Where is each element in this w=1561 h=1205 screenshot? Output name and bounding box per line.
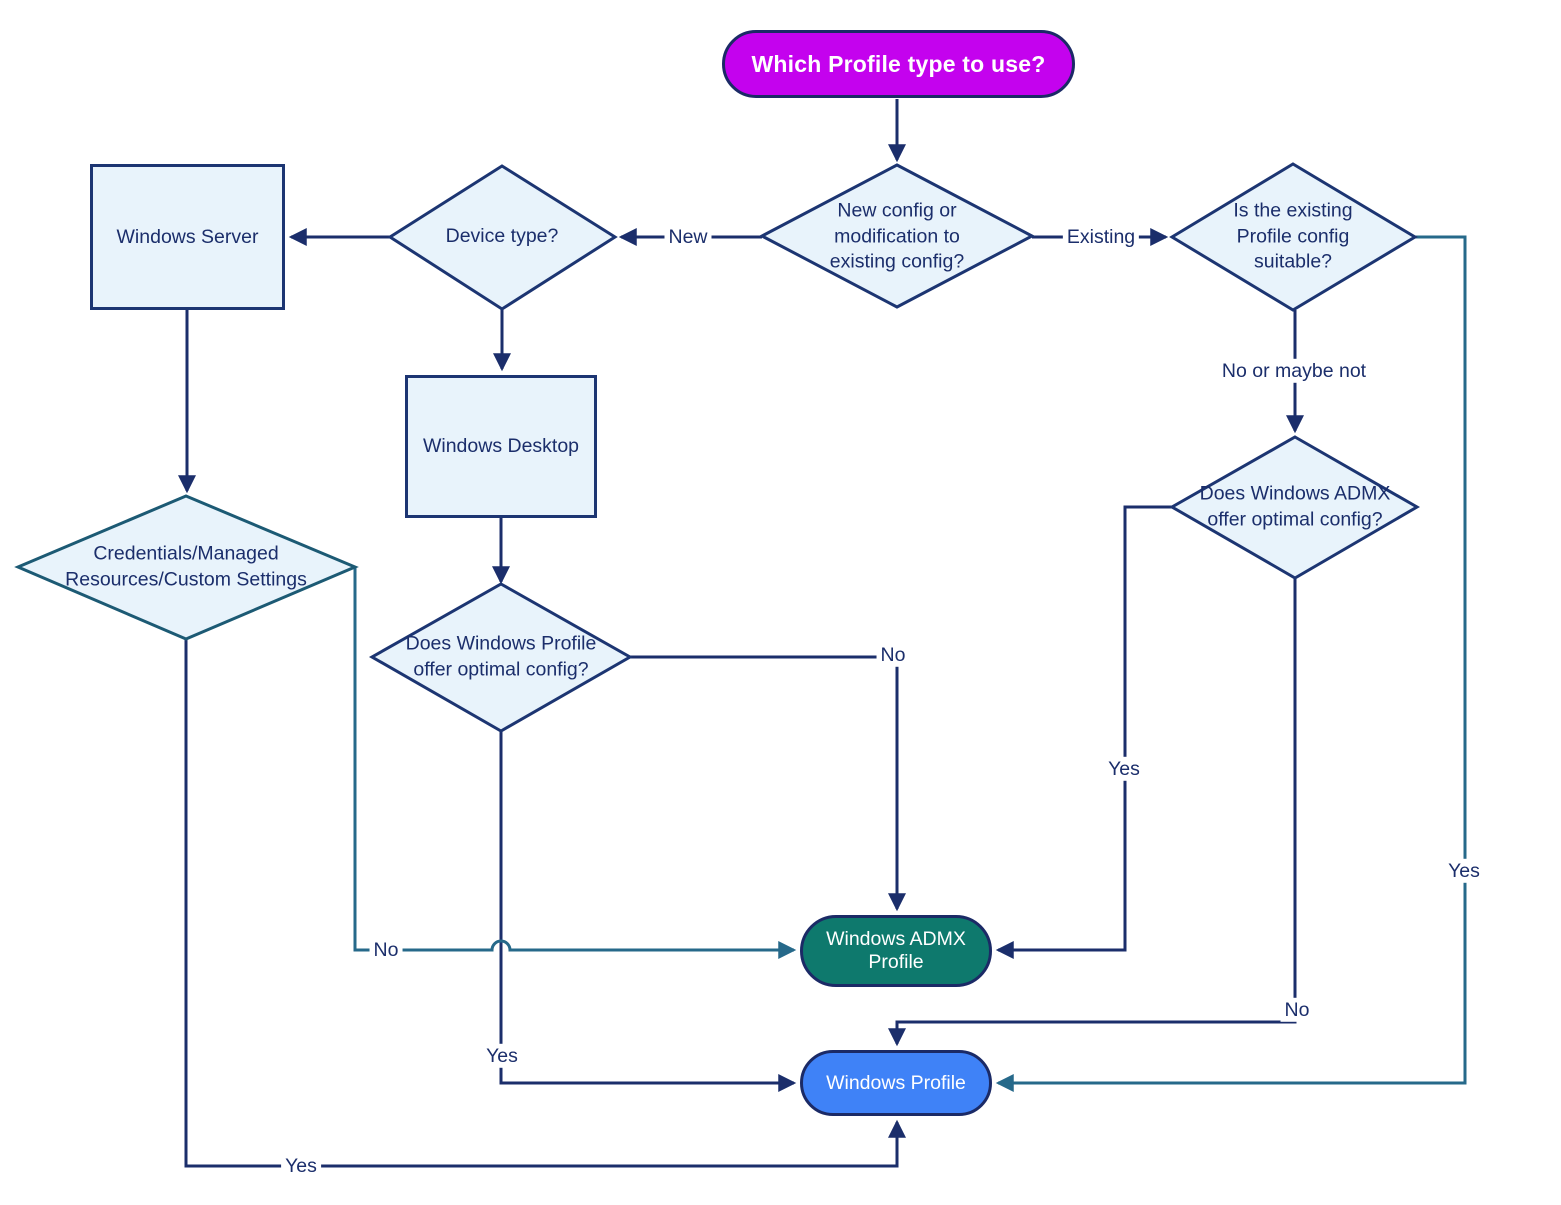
edge-label-existing: Existing [1062,224,1140,250]
credentials-label: Credentials/Managed Resources/Custom Set… [65,542,307,590]
edge-admx-optimal-no [888,578,1297,1047]
existing-suitable-diamond [1169,162,1418,312]
windows-admx-profile-node: Windows ADMX Profile [800,915,992,987]
new-or-existing-diamond [758,163,1036,309]
edge-label-profile-optimal-yes: Yes [482,1043,522,1069]
edge-credentials-yes [184,639,906,1168]
start-node-label: Which Profile type to use? [751,50,1046,77]
windows-profile-node: Windows Profile [800,1050,992,1116]
edge-label-credentials-no: No [369,937,403,963]
windows-desktop-label: Windows Desktop [422,435,580,457]
profile-optimal-label: Does Windows Profile offer optimal confi… [405,632,597,680]
edge-label-credentials-yes: Yes [281,1153,321,1179]
edge-suitable-yes [995,235,1467,1092]
device-type-label: Device type? [445,225,559,248]
windows-admx-profile-label: Windows ADMX Profile [826,928,966,973]
new-or-existing-label: New config or modification to existing c… [829,199,965,273]
edge-label-profile-optimal-no: No [876,642,910,668]
edge-label-new: New [664,224,712,250]
windows-desktop-node: Windows Desktop [405,375,597,518]
edge-label-existing-suitable-yes: Yes [1444,858,1484,884]
edge-credentials-no [353,568,797,959]
device-type-diamond [387,164,618,311]
credentials-diamond [14,494,359,641]
existing-suitable-label: Is the existing Profile config suitable? [1233,199,1353,273]
edge-label-no-or-maybe-not: No or maybe not [1217,358,1371,384]
profile-optimal-diamond [368,582,634,733]
edge-label-admx-optimal-yes: Yes [1104,756,1144,782]
edge-profile-optimal-no [630,655,906,912]
edge-profile-optimal-yes [499,731,797,1092]
admx-optimal-diamond [1168,435,1420,580]
edge-admx-optimal-yes [995,505,1172,959]
admx-optimal-label: Does Windows ADMX offer optimal config? [1199,482,1391,530]
start-node: Which Profile type to use? [722,30,1075,98]
edge-label-admx-optimal-no: No [1280,997,1314,1023]
windows-server-node: Windows Server [90,164,285,310]
windows-profile-label: Windows Profile [826,1071,966,1094]
windows-server-label: Windows Server [116,225,259,248]
